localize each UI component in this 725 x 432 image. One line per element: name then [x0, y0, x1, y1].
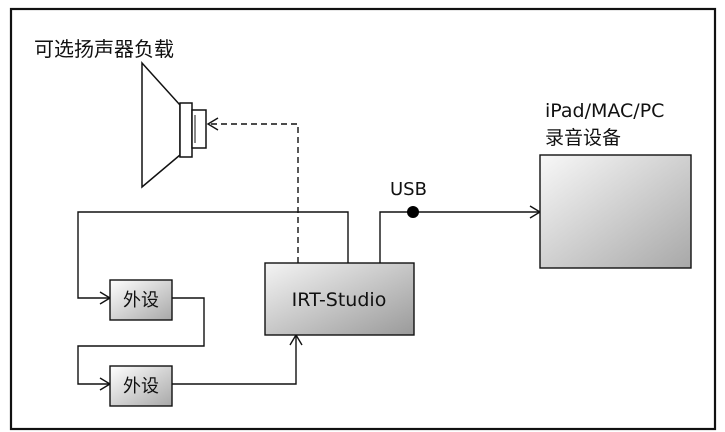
- peripheral-label-2: 外设: [123, 376, 159, 397]
- diagram-title: 可选扬声器负载: [34, 37, 174, 61]
- peripheral-label-1: 外设: [123, 290, 159, 311]
- recorder-box: [539, 154, 692, 269]
- usb-connector-dot: [407, 206, 419, 218]
- studio-label: IRT-Studio: [292, 289, 387, 311]
- recorder-label-line1: iPad/MAC/PC: [545, 100, 664, 122]
- studio-box: [264, 262, 415, 336]
- usb-connection: [379, 205, 542, 263]
- recorder-label-line2: 录音设备: [545, 127, 621, 149]
- usb-label: USB: [390, 179, 427, 200]
- peripheral-box-2: [109, 365, 173, 407]
- speaker-connection: [206, 117, 299, 263]
- peripheral-box-1: [109, 279, 173, 321]
- speaker-icon: [141, 61, 207, 189]
